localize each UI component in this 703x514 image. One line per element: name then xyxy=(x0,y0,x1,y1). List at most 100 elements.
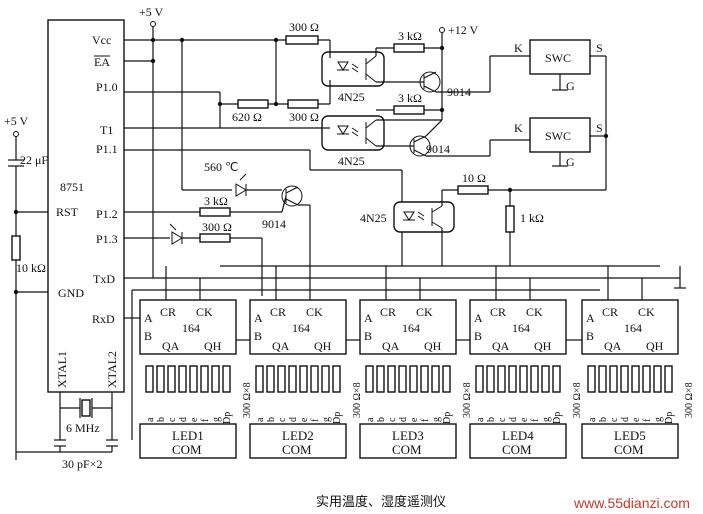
seg-g: g xyxy=(321,417,332,422)
seg-e: e xyxy=(189,417,200,422)
oc1-led xyxy=(337,61,349,71)
vplus-top-label: +5 V xyxy=(139,5,164,19)
pin-cr: CR xyxy=(270,305,286,319)
seg-a: a xyxy=(587,417,598,422)
resistor-3ka xyxy=(393,43,425,53)
seg-e: e xyxy=(519,417,530,422)
led-2-com: COM xyxy=(282,442,312,457)
seg-b: b xyxy=(376,417,387,422)
pin-ck: CK xyxy=(196,305,213,319)
seg-a: a xyxy=(365,417,376,422)
seg-dp: Dp xyxy=(442,412,453,424)
junction xyxy=(150,37,156,43)
vplus-left-terminal xyxy=(13,131,19,137)
pin-qh: QH xyxy=(204,339,222,353)
seg-c: c xyxy=(167,417,178,422)
resistor-3kc xyxy=(199,207,231,217)
seg-a: a xyxy=(145,417,156,422)
v12-terminal xyxy=(439,27,445,33)
pin-rxd-label: RxD xyxy=(92,312,115,326)
swc2-label: SWC xyxy=(545,129,571,143)
seg-a: a xyxy=(475,417,486,422)
cap22-label: 22 μF xyxy=(20,153,48,167)
seg-c: c xyxy=(277,417,288,422)
seg-g: g xyxy=(653,417,664,422)
chip-164-1 xyxy=(139,299,237,355)
temp-label: 560 ℃ xyxy=(204,160,238,174)
pin-b: B xyxy=(254,329,262,343)
seg-f: f xyxy=(530,418,541,422)
junction xyxy=(179,37,185,43)
pin-qh: QH xyxy=(314,339,332,353)
resistor-array-label: 300 Ω×8 xyxy=(462,382,473,418)
stage-3: A B CR CK 164 QA QH 300 Ω×8 a b c d e f … xyxy=(359,299,473,459)
resistor-1k xyxy=(505,205,515,233)
chip-164-3 xyxy=(359,299,457,355)
pin-cr: CR xyxy=(160,305,176,319)
caps30-label: 30 pF×2 xyxy=(62,457,102,471)
pin-ck: CK xyxy=(638,305,655,319)
resistor-array xyxy=(145,365,231,393)
pin-p11-label: P1.1 xyxy=(96,142,118,156)
resistor-array xyxy=(587,365,673,393)
led-display-2 xyxy=(249,423,347,459)
seg-g: g xyxy=(431,417,442,422)
seg-f: f xyxy=(310,418,321,422)
humidity-led xyxy=(171,231,183,245)
seg-f: f xyxy=(200,418,211,422)
seg-c: c xyxy=(387,417,398,422)
resistor-array xyxy=(255,365,341,393)
pin-a: A xyxy=(586,311,595,325)
pin-ck: CK xyxy=(306,305,323,319)
resistor-array-label: 300 Ω×8 xyxy=(572,382,583,418)
optocoupler-3 xyxy=(393,201,455,233)
chip-164-5 xyxy=(581,299,679,355)
oc1-label: 4N25 xyxy=(338,90,365,104)
led-4-com: COM xyxy=(502,442,532,457)
seg-d: d xyxy=(508,417,519,422)
chip-label: 164 xyxy=(512,321,530,335)
seg-e: e xyxy=(299,417,310,422)
oc2-label: 4N25 xyxy=(338,154,365,168)
led-display-3 xyxy=(359,423,457,459)
seg-b: b xyxy=(598,417,609,422)
led-display-4 xyxy=(469,423,567,459)
stage-5: A B CR CK 164 QA QH 300 Ω×8 a b c d e f … xyxy=(581,299,695,459)
seg-e: e xyxy=(631,417,642,422)
seg-d: d xyxy=(178,417,189,422)
stage-1: A B CR CK 164 QA QH 300 Ω×8 a b c d e f … xyxy=(139,299,253,459)
seg-d: d xyxy=(398,417,409,422)
led-2-label: LED2 xyxy=(282,428,314,443)
pin-p12-label: P1.2 xyxy=(96,207,118,221)
swc1-s-label: S xyxy=(596,41,603,55)
q3-label: 9014 xyxy=(262,217,286,231)
pin-qa: QA xyxy=(382,339,400,353)
pin-a: A xyxy=(144,311,153,325)
led-display-1 xyxy=(139,423,237,459)
junction xyxy=(603,133,609,139)
transistor-q3 xyxy=(281,185,303,207)
mcu-name-label: 8751 xyxy=(60,180,84,194)
resistor-300b xyxy=(287,99,319,109)
seg-dp: Dp xyxy=(222,412,233,424)
pin-cr: CR xyxy=(380,305,396,319)
pin-qh: QH xyxy=(646,339,664,353)
led-1-com: COM xyxy=(172,442,202,457)
pin-txd-label: TxD xyxy=(93,272,115,286)
seg-c: c xyxy=(609,417,620,422)
junction xyxy=(150,58,156,64)
pin-qa: QA xyxy=(272,339,290,353)
oc3-label: 4N25 xyxy=(360,211,387,225)
resistor-array-label: 300 Ω×8 xyxy=(684,382,695,418)
pin-a: A xyxy=(474,311,483,325)
pin-t1-label: T1 xyxy=(100,123,113,137)
seg-dp: Dp xyxy=(332,412,343,424)
pin-a: A xyxy=(364,311,373,325)
led-5-label: LED5 xyxy=(614,428,646,443)
pin-b: B xyxy=(364,329,372,343)
seg-b: b xyxy=(486,417,497,422)
v12-label: +12 V xyxy=(448,23,479,37)
junction xyxy=(13,209,19,215)
mcu-8751-body xyxy=(47,19,125,393)
swc2-s-label: S xyxy=(596,121,603,135)
